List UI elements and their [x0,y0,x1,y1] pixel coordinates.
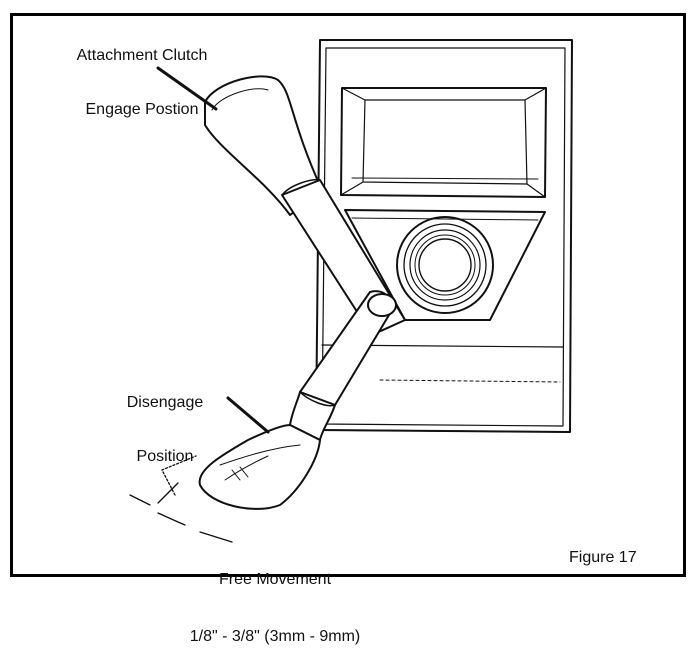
free-movement-range: 1/8" - 3/8" (3mm - 9mm) [189,628,361,645]
clutch-lever-illustration [129,39,573,543]
disengage-label-line-2: Position [136,448,194,465]
disengage-position-label: Disengage Position [100,358,230,484]
engage-label-line-2: Engage Postion [85,101,199,118]
free-movement-title: Free Movement [218,571,332,588]
disengage-leader-line [226,396,270,434]
lever-disengage-position [198,290,397,510]
disengage-label-line-1: Disengage [126,394,204,411]
engage-position-label: Attachment Clutch Engage Postion [42,11,242,137]
housing-inner-rim [321,47,566,427]
figure-caption: Figure 17 [569,549,637,566]
engage-label-line-1: Attachment Clutch [76,47,208,64]
bearing-boss [396,216,494,314]
free-movement-label: Free Movement 1/8" - 3/8" (3mm - 9mm) [150,532,400,665]
free-movement-dimension [129,455,233,543]
engage-leader-line [156,66,218,111]
